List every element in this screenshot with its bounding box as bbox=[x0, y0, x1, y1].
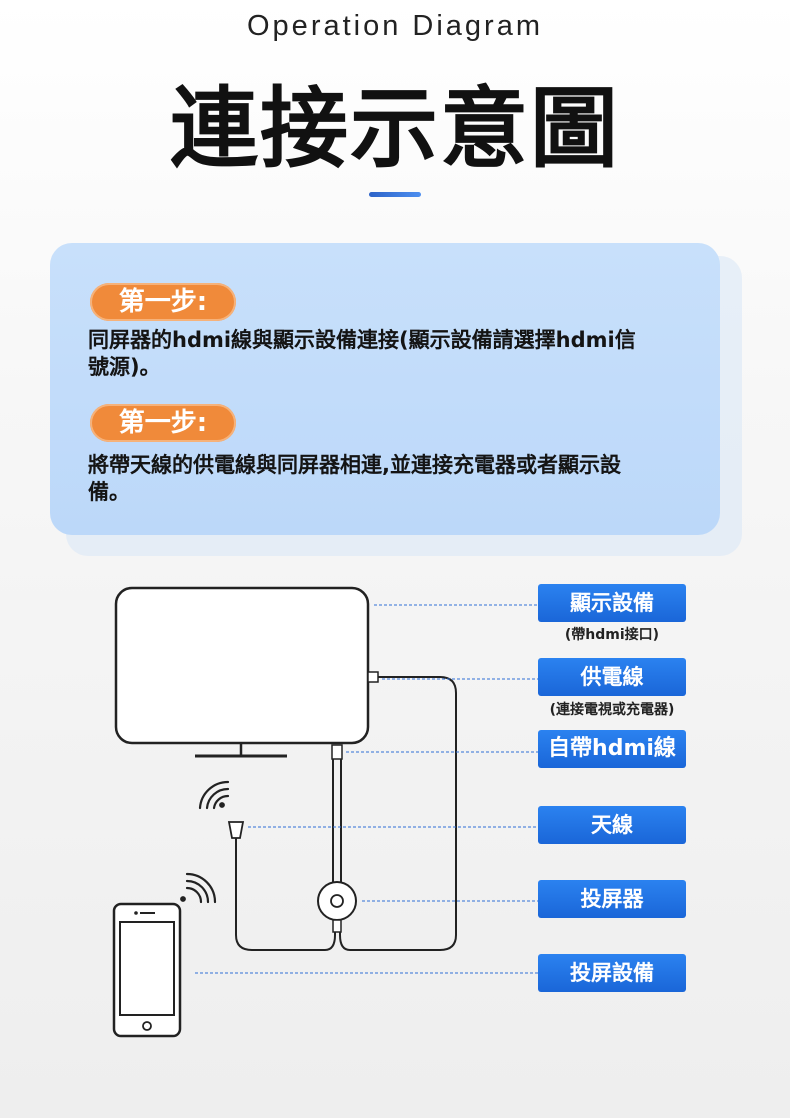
antenna-wifi-icon bbox=[198, 780, 230, 810]
step-1-badge: 第一步: bbox=[90, 283, 236, 321]
label-display-device: 顯示設備 bbox=[538, 584, 686, 622]
instructions-card: 第一步: 同屏器的hdmi線與顯示設備連接(顯示設備請選擇hdmi信號源)。 第… bbox=[50, 243, 720, 535]
step-2-badge: 第一步: bbox=[90, 404, 236, 442]
label-display-device-sub: (帶hdmi接口) bbox=[564, 627, 660, 643]
step-1-text: 同屏器的hdmi線與顯示設備連接(顯示設備請選擇hdmi信號源)。 bbox=[88, 328, 636, 379]
phone-home-button bbox=[142, 1021, 152, 1031]
connection-diagram: 顯示設備 (帶hdmi接口) 供電線 (連接電視或充電器) 自帶hdmi線 天線… bbox=[0, 560, 790, 1118]
phone-wifi-icon bbox=[180, 872, 217, 904]
power-cable bbox=[339, 676, 457, 951]
label-dongle: 投屏器 bbox=[538, 880, 686, 918]
label-hdmi-cable: 自帶hdmi線 bbox=[538, 730, 686, 768]
phone-screen bbox=[119, 921, 175, 1016]
tv-screen bbox=[114, 586, 370, 745]
label-casting-device: 投屏設備 bbox=[538, 954, 686, 992]
phone-camera bbox=[134, 911, 138, 915]
label-antenna: 天線 bbox=[538, 806, 686, 844]
label-power-cable: 供電線 bbox=[538, 658, 686, 696]
step-2-text: 將帶天線的供電線與同屏器相連,並連接充電器或者顯示設備。 bbox=[88, 453, 621, 504]
diagram-drawing bbox=[112, 586, 538, 1038]
tv-power-port bbox=[367, 671, 379, 683]
label-power-cable-sub: (連接電視或充電器) bbox=[549, 702, 675, 718]
page-title: 連接示意圖 bbox=[169, 77, 620, 180]
subtitle-en: Operation Diagram bbox=[247, 10, 543, 42]
hdmi-plug bbox=[331, 744, 343, 760]
antenna-cable bbox=[235, 838, 336, 951]
title-underline bbox=[369, 192, 421, 197]
dongle-center bbox=[330, 894, 344, 908]
dongle-connector bbox=[332, 919, 342, 933]
antenna-head bbox=[227, 821, 245, 839]
